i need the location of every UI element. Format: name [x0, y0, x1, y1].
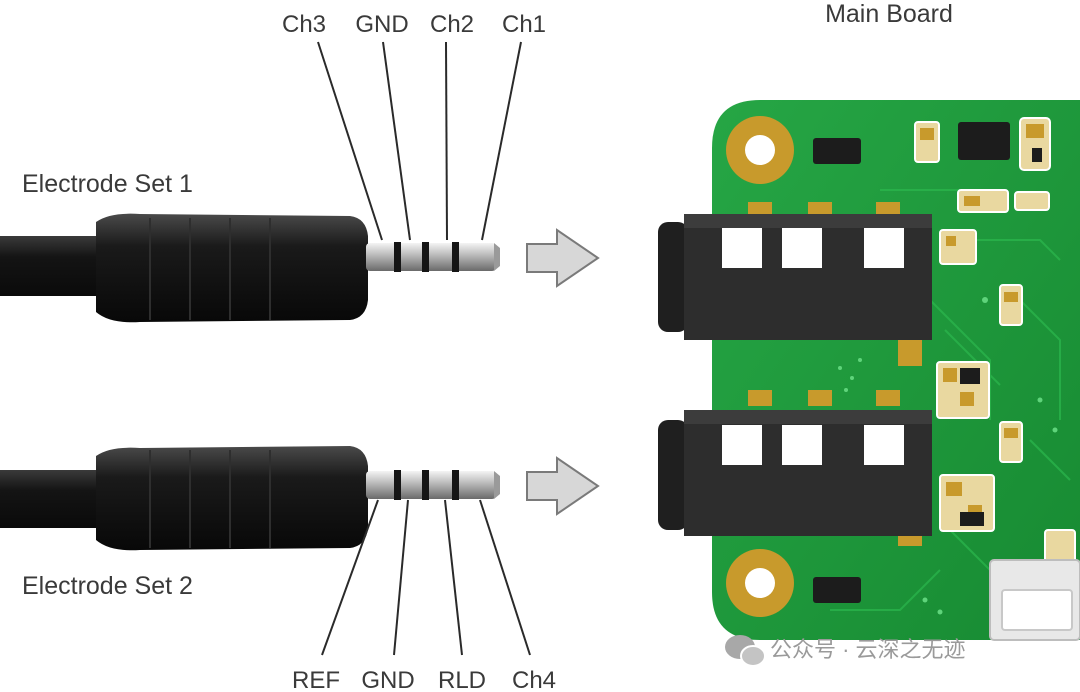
leader-line-ch3	[317, 41, 383, 241]
pin-label-ch1: Ch1	[502, 11, 546, 38]
pin-label-gnd: GND	[361, 667, 414, 692]
electrode-set-1-label: Electrode Set 1	[22, 170, 193, 198]
pin-label-ch3: Ch3	[282, 11, 326, 38]
plug-1-metal	[366, 242, 500, 272]
plug-2-body	[96, 446, 368, 551]
mounting-hole-bottom	[726, 549, 794, 617]
cable-1	[0, 236, 110, 296]
pin-label-ch4: Ch4	[512, 667, 556, 692]
leader-lines-set-2	[321, 499, 531, 656]
audio-jack-bottom	[658, 390, 932, 546]
plug-1-body	[96, 213, 368, 323]
pin-label-gnd: GND	[355, 11, 408, 38]
plug-2-metal	[366, 470, 500, 500]
right-arrow-icon	[526, 456, 600, 516]
main-board	[658, 100, 1080, 641]
audio-jack-top	[658, 202, 932, 366]
pcb-vias	[838, 297, 1058, 615]
electrode-cable-1	[0, 213, 500, 323]
leader-line-ref	[321, 499, 379, 656]
wechat-icon	[725, 635, 766, 667]
leader-lines-set-1	[317, 41, 522, 241]
leader-line-gnd-2	[393, 499, 409, 656]
leader-line-ch4	[479, 499, 531, 656]
cable-2	[0, 470, 110, 528]
smd-components	[813, 117, 1076, 603]
leader-line-ch1	[481, 41, 522, 241]
watermark: 公众号 · 云深之无迹	[725, 635, 966, 667]
pin-label-ch2: Ch2	[430, 11, 474, 38]
pin-label-ref: REF	[292, 667, 340, 692]
plug-1-grip	[149, 218, 271, 320]
main-board-label: Main Board	[825, 0, 953, 28]
right-arrow-icon	[526, 228, 600, 288]
pin-label-rld: RLD	[438, 667, 486, 692]
side-connector	[989, 559, 1080, 641]
leader-line-gnd-1	[382, 41, 411, 241]
leader-line-rld	[444, 499, 463, 656]
mounting-hole-top	[726, 116, 794, 184]
leader-line-ch2	[445, 41, 448, 241]
electrode-cable-2	[0, 446, 500, 551]
watermark-text: 公众号 · 云深之无迹	[770, 637, 966, 662]
plug-2-grip	[149, 450, 271, 548]
electrode-set-2-label: Electrode Set 2	[22, 572, 193, 600]
